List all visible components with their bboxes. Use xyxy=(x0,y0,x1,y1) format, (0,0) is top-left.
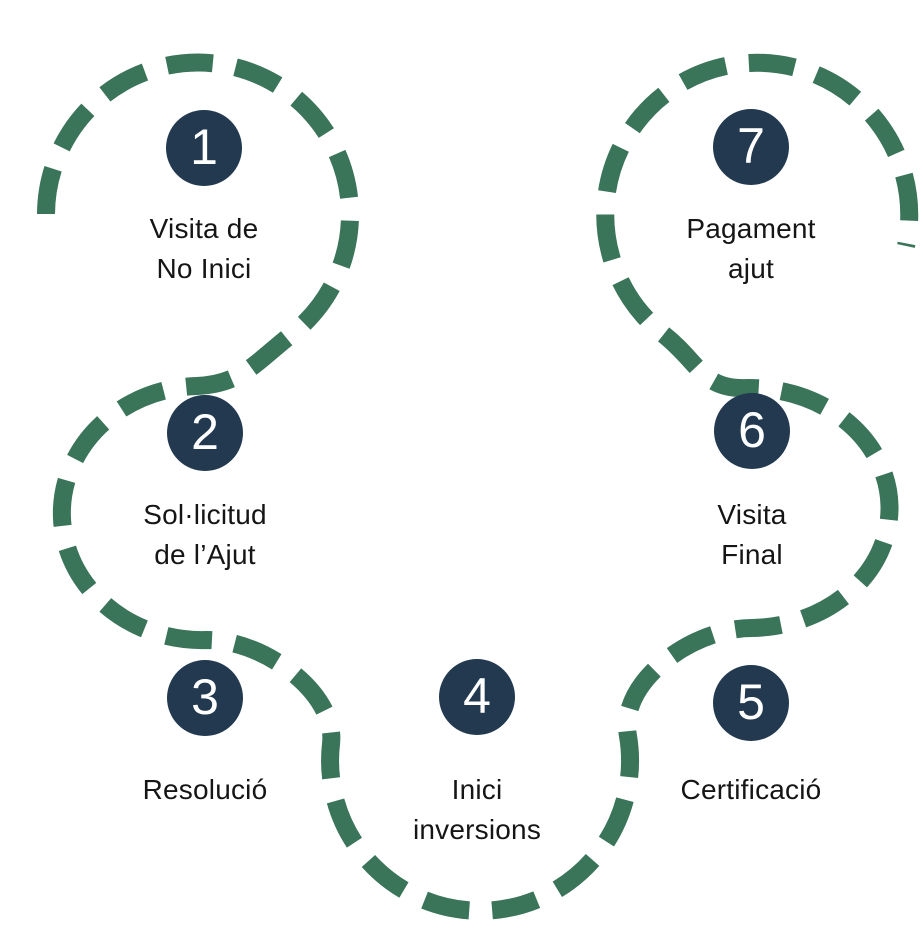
step-5: 5 Certificació xyxy=(631,665,871,810)
step-label-line1: Inici xyxy=(451,774,503,805)
step-label-line2: No Inici xyxy=(156,253,252,284)
step-number: 7 xyxy=(737,117,765,174)
step-label-line1: Resolució xyxy=(142,774,268,805)
step-label-line1: Pagament xyxy=(686,213,816,244)
step-label-line2: ajut xyxy=(728,253,774,284)
step-number: 3 xyxy=(191,668,219,725)
step-number-badge: 2 xyxy=(167,395,243,471)
step-label-line1: Sol·licitud xyxy=(143,499,267,530)
step-number: 6 xyxy=(738,401,766,458)
step-label: Visita Final xyxy=(717,495,786,575)
step-number-badge: 5 xyxy=(713,665,789,741)
step-label: Sol·licitud de l’Ajut xyxy=(143,495,267,575)
step-number: 1 xyxy=(190,118,218,175)
step-4: 4 Inici inversions xyxy=(357,659,597,850)
step-label: Resolució xyxy=(143,770,268,810)
step-number: 4 xyxy=(463,667,491,724)
step-number: 5 xyxy=(737,673,765,730)
step-label: Pagament ajut xyxy=(686,209,815,289)
step-number-badge: 7 xyxy=(713,109,789,185)
step-label-line2: inversions xyxy=(412,814,542,845)
step-label: Inici inversions xyxy=(413,770,541,850)
step-2: 2 Sol·licitud de l’Ajut xyxy=(85,395,325,575)
step-label-line2: Final xyxy=(721,539,783,570)
step-number-badge: 4 xyxy=(439,659,515,735)
step-label-line1: Certificació xyxy=(680,774,822,805)
step-label: Visita de No Inici xyxy=(150,209,259,289)
step-3: 3 Resolució xyxy=(85,660,325,810)
step-7: 7 Pagament ajut xyxy=(631,109,871,289)
step-label-line1: Visita xyxy=(717,499,787,530)
step-number-badge: 3 xyxy=(167,660,243,736)
step-1: 1 Visita de No Inici xyxy=(84,110,324,289)
step-number-badge: 1 xyxy=(166,110,242,186)
step-6: 6 Visita Final xyxy=(632,393,872,575)
step-number: 2 xyxy=(191,403,219,460)
step-label: Certificació xyxy=(681,770,822,810)
step-number-badge: 6 xyxy=(714,393,790,469)
step-label-line1: Visita de xyxy=(149,213,259,244)
step-label-line2: de l’Ajut xyxy=(154,539,256,570)
dashed-route-path xyxy=(37,53,919,920)
